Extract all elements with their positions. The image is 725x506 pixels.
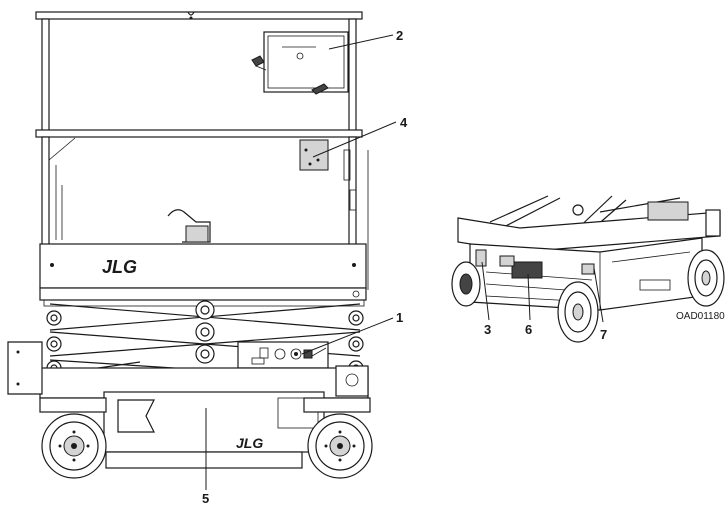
chassis: JLG [7, 341, 369, 469]
rear-wheel [303, 397, 373, 479]
figure-id: OAD01180 [676, 311, 725, 322]
manual-storage-box [251, 31, 349, 95]
callout-6: 5 [202, 491, 209, 506]
callout-1: 1 [396, 310, 403, 325]
platform-control-handle [167, 209, 211, 243]
base-logo: JLG [236, 435, 263, 451]
callout-5: 6 [525, 322, 532, 337]
platform-logo: JLG [102, 257, 137, 277]
isometric-view: 3 6 7 OAD01180 [451, 195, 725, 343]
callout-7: 7 [600, 327, 607, 342]
callout-2: 2 [396, 28, 403, 43]
middle-rails [41, 136, 369, 290]
callout-4: 4 [400, 115, 408, 130]
side-view: JLG [7, 11, 408, 506]
ground-control-panel [237, 341, 329, 369]
guardrail [35, 11, 363, 138]
callout-3: 3 [484, 322, 491, 337]
front-wheel [39, 397, 107, 479]
platform-deck: JLG [39, 243, 367, 301]
